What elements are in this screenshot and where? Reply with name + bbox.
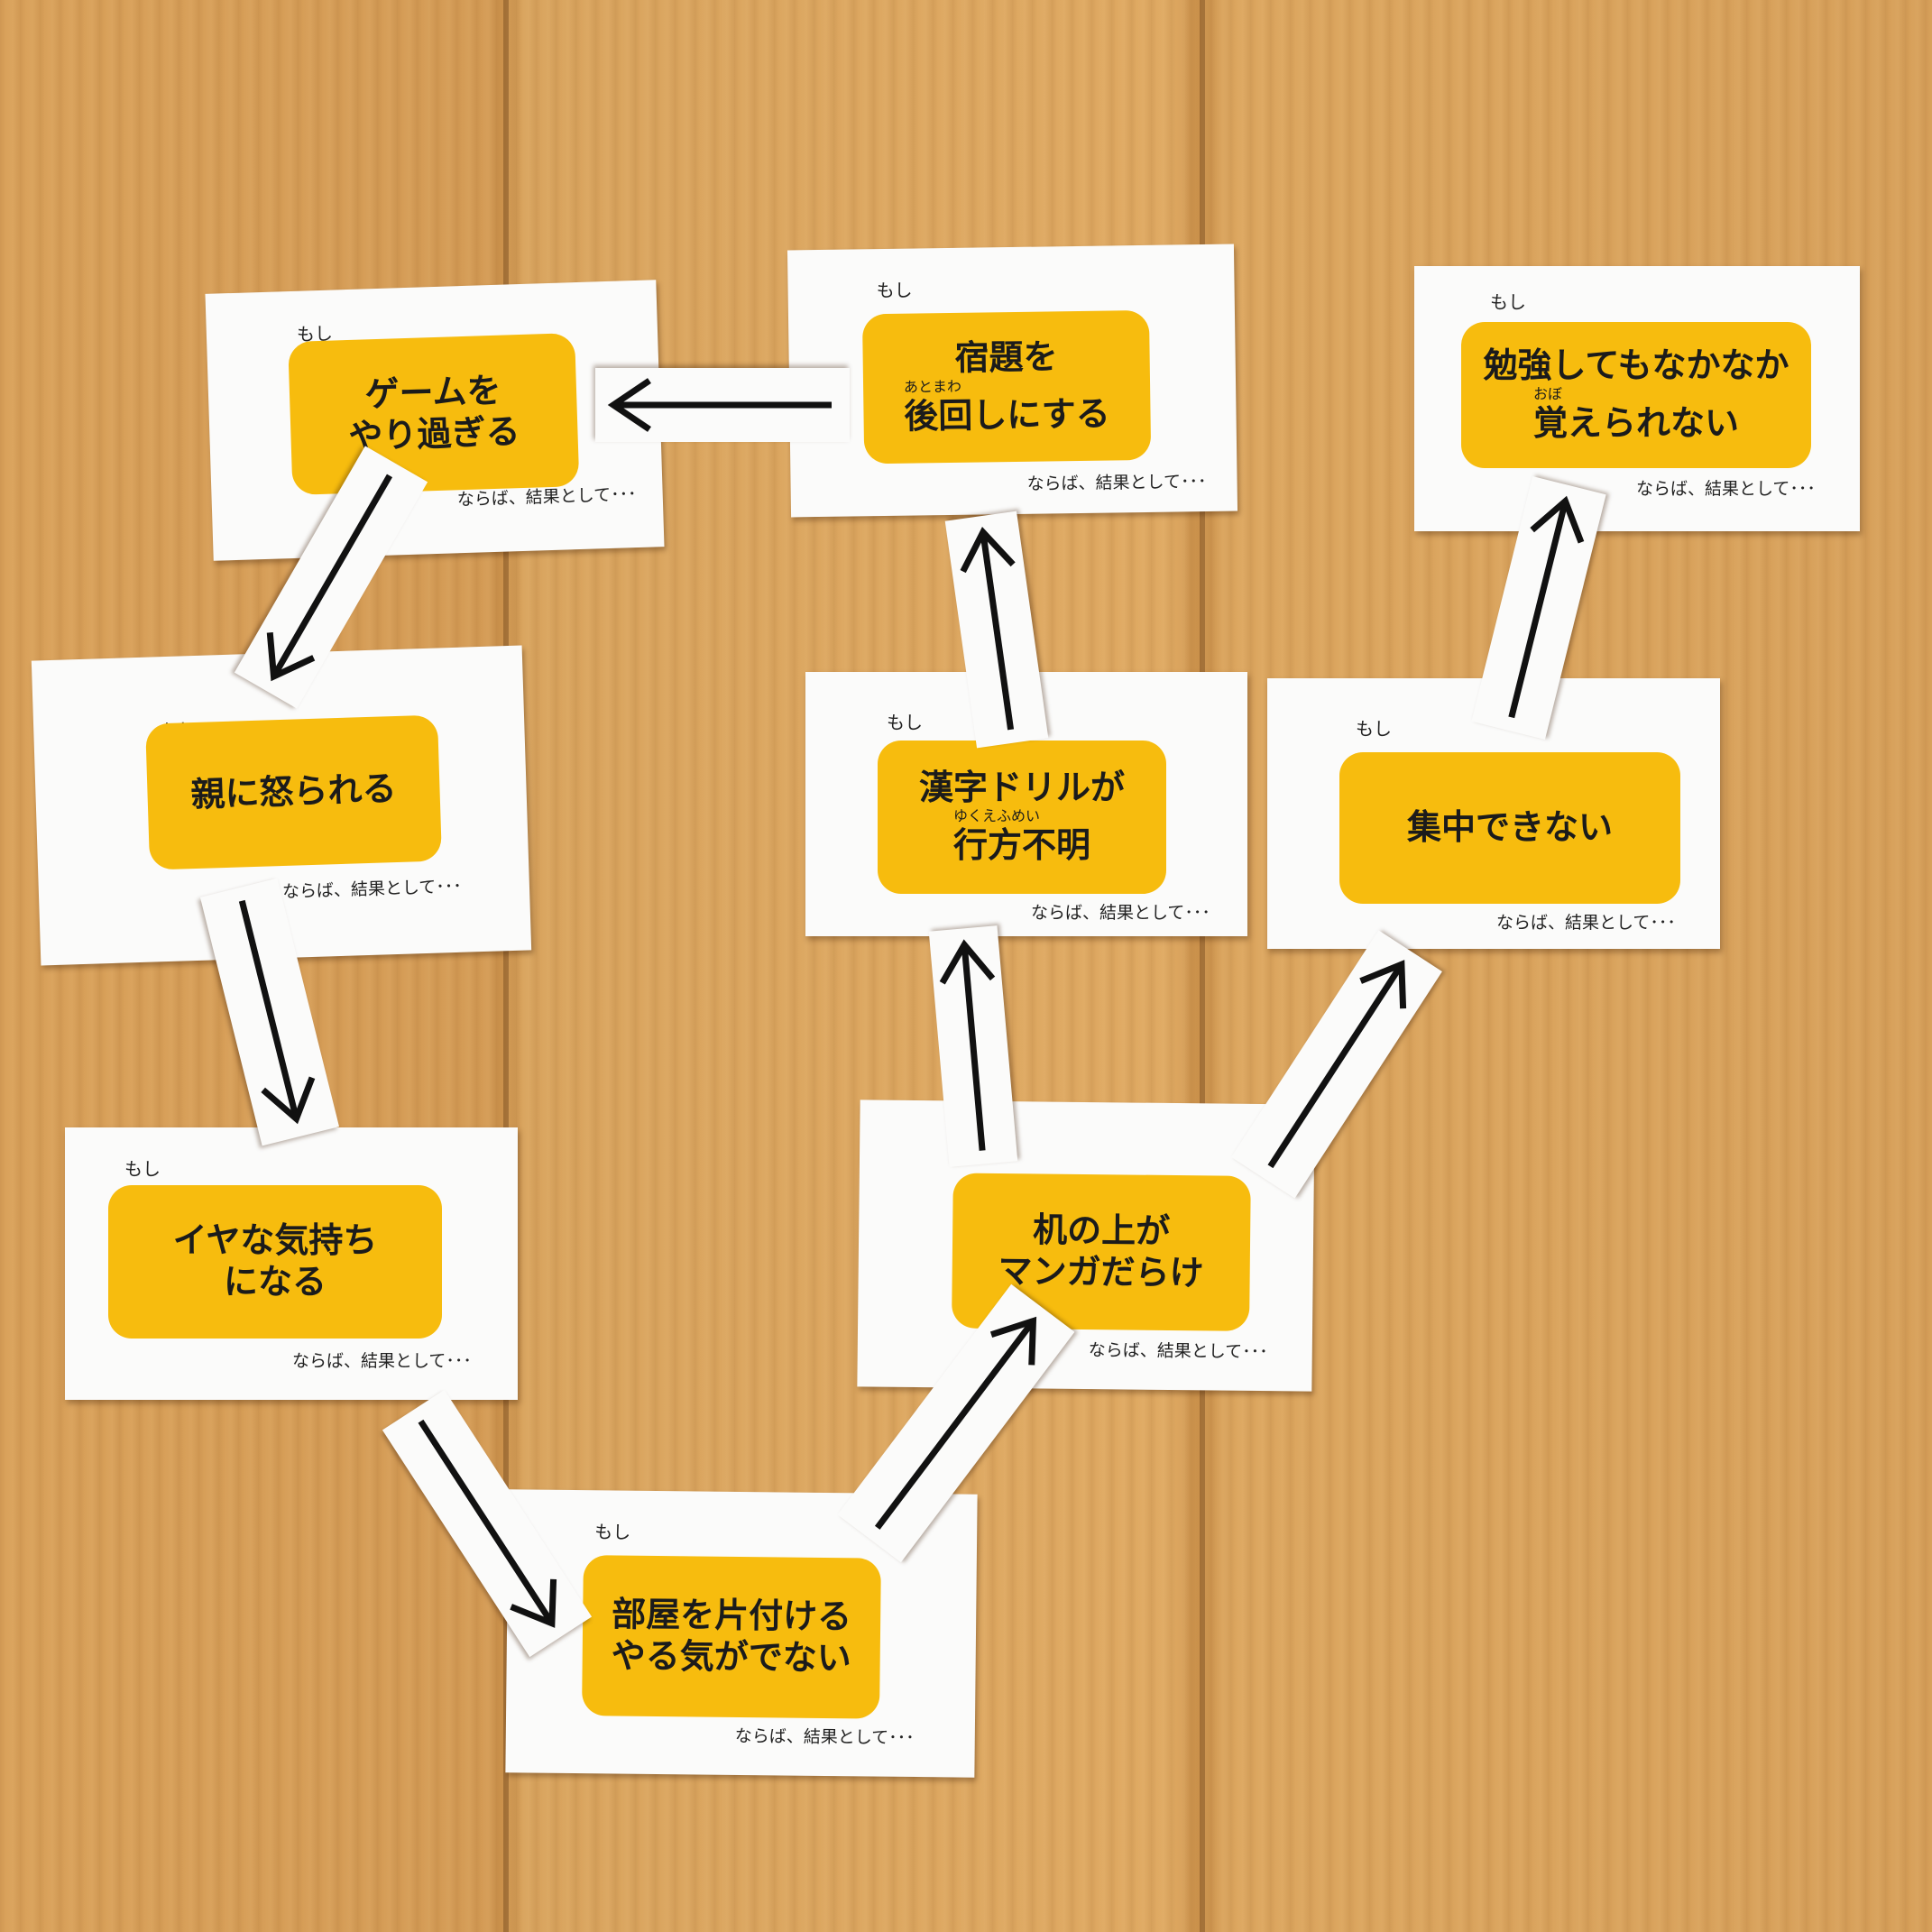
arrow-room-to-desk: [837, 1283, 1075, 1563]
arrow-down-icon: [238, 899, 316, 1125]
wood-plank-seam: [1200, 0, 1205, 1932]
statement-line: 勉強してもなかなか: [1483, 345, 1789, 386]
statement-line: イヤな気持ち: [172, 1220, 378, 1261]
statement-box: ゲームを やり過ぎる: [288, 333, 580, 495]
card-footer: ならば、結果として･･･: [281, 876, 463, 903]
statement-line: 集中できない: [1406, 807, 1613, 848]
card-kanji: もし 漢字ドリルが ゆくえふめい 行方不明 ならば、結果として･･･: [805, 672, 1247, 936]
card-footer: ならば、結果として･･･: [1026, 472, 1207, 494]
moshi-label: もし: [1356, 718, 1392, 740]
arrow-desk-to-focus: [1231, 930, 1442, 1199]
arrow-parents-to-feeling: [199, 878, 340, 1146]
statement-line-text: 覚えられない: [1532, 403, 1739, 443]
statement-line: 部屋を片付ける: [611, 1594, 852, 1637]
statement-line-text: 後回しにする: [904, 393, 1111, 437]
arrow-up-icon: [939, 939, 996, 1151]
card-homework: もし 宿題を あとまわ 後回しにする ならば、結果として･･･: [787, 244, 1238, 518]
arrow-up-right-icon: [874, 1316, 1037, 1530]
moshi-label: もし: [1490, 291, 1526, 313]
moshi-label: もし: [876, 279, 913, 302]
furigana: あとまわ: [903, 377, 962, 396]
arrow-kanji-to-homework: [944, 511, 1049, 749]
statement-box: イヤな気持ち になる: [108, 1185, 442, 1339]
card-footer: ならば、結果として･･･: [1496, 913, 1676, 933]
arrow-up-right-icon: [1267, 960, 1407, 1169]
statement-box: 漢字ドリルが ゆくえふめい 行方不明: [878, 741, 1166, 894]
moshi-label: もし: [124, 1158, 161, 1180]
statement-box: 部屋を片付ける やる気がでない: [582, 1555, 881, 1719]
statement-line: やる気がでない: [611, 1635, 851, 1679]
card-footer: ならば、結果として･･･: [456, 484, 637, 511]
statement-line-text: 行方不明: [952, 825, 1090, 865]
statement-line: 漢字ドリルが: [918, 768, 1125, 808]
arrow-up-icon: [960, 527, 1016, 731]
card-footer: ならば、結果として･･･: [1088, 1340, 1268, 1363]
statement-line: ゲームを: [363, 371, 502, 415]
furigana: ゆくえふめい: [952, 807, 1040, 824]
statement-line: になる: [223, 1262, 327, 1302]
moshi-label: もし: [594, 1521, 631, 1543]
statement-line: 机の上が: [1032, 1210, 1171, 1252]
card-footer: ならば、結果として･･･: [1031, 903, 1210, 923]
statement-line: 親に怒られる: [189, 768, 398, 815]
arrow-game-to-parents: [234, 446, 428, 709]
arrow-down-left-icon: [266, 474, 393, 682]
statement-line: 宿題を: [954, 336, 1058, 379]
arrow-focus-to-study: [1471, 475, 1606, 741]
arrow-up-icon: [1508, 495, 1585, 719]
statement-line: おぼ 覚えられない: [1533, 387, 1739, 445]
card-study: もし 勉強してもなかなか おぼ 覚えられない ならば、結果として･･･: [1414, 266, 1860, 531]
card-feeling: もし イヤな気持ち になる ならば、結果として･･･: [65, 1127, 518, 1400]
arrow-homework-to-game: [595, 368, 850, 442]
furigana: おぼ: [1532, 385, 1562, 402]
card-footer: ならば、結果として･･･: [1636, 479, 1816, 499]
statement-line: ゆくえふめい 行方不明: [953, 809, 1090, 867]
arrow-feeling-to-room: [382, 1389, 593, 1658]
statement-box: 親に怒られる: [145, 714, 443, 870]
arrow-down-right-icon: [418, 1419, 557, 1628]
statement-box: 宿題を あとまわ 後回しにする: [861, 309, 1152, 465]
arrow-desk-to-kanji: [928, 925, 1018, 1167]
statement-box: 勉強してもなかなか おぼ 覚えられない: [1461, 322, 1811, 468]
statement-line: マンガだらけ: [998, 1250, 1204, 1293]
wood-plank-seam: [503, 0, 509, 1932]
moshi-label: もし: [887, 712, 923, 733]
card-footer: ならば、結果として･･･: [292, 1351, 472, 1371]
card-footer: ならば、結果として･･･: [734, 1725, 915, 1749]
statement-line: あとまわ 後回しにする: [904, 377, 1110, 437]
arrow-left-icon: [607, 378, 832, 432]
statement-box: 集中できない: [1339, 752, 1680, 904]
